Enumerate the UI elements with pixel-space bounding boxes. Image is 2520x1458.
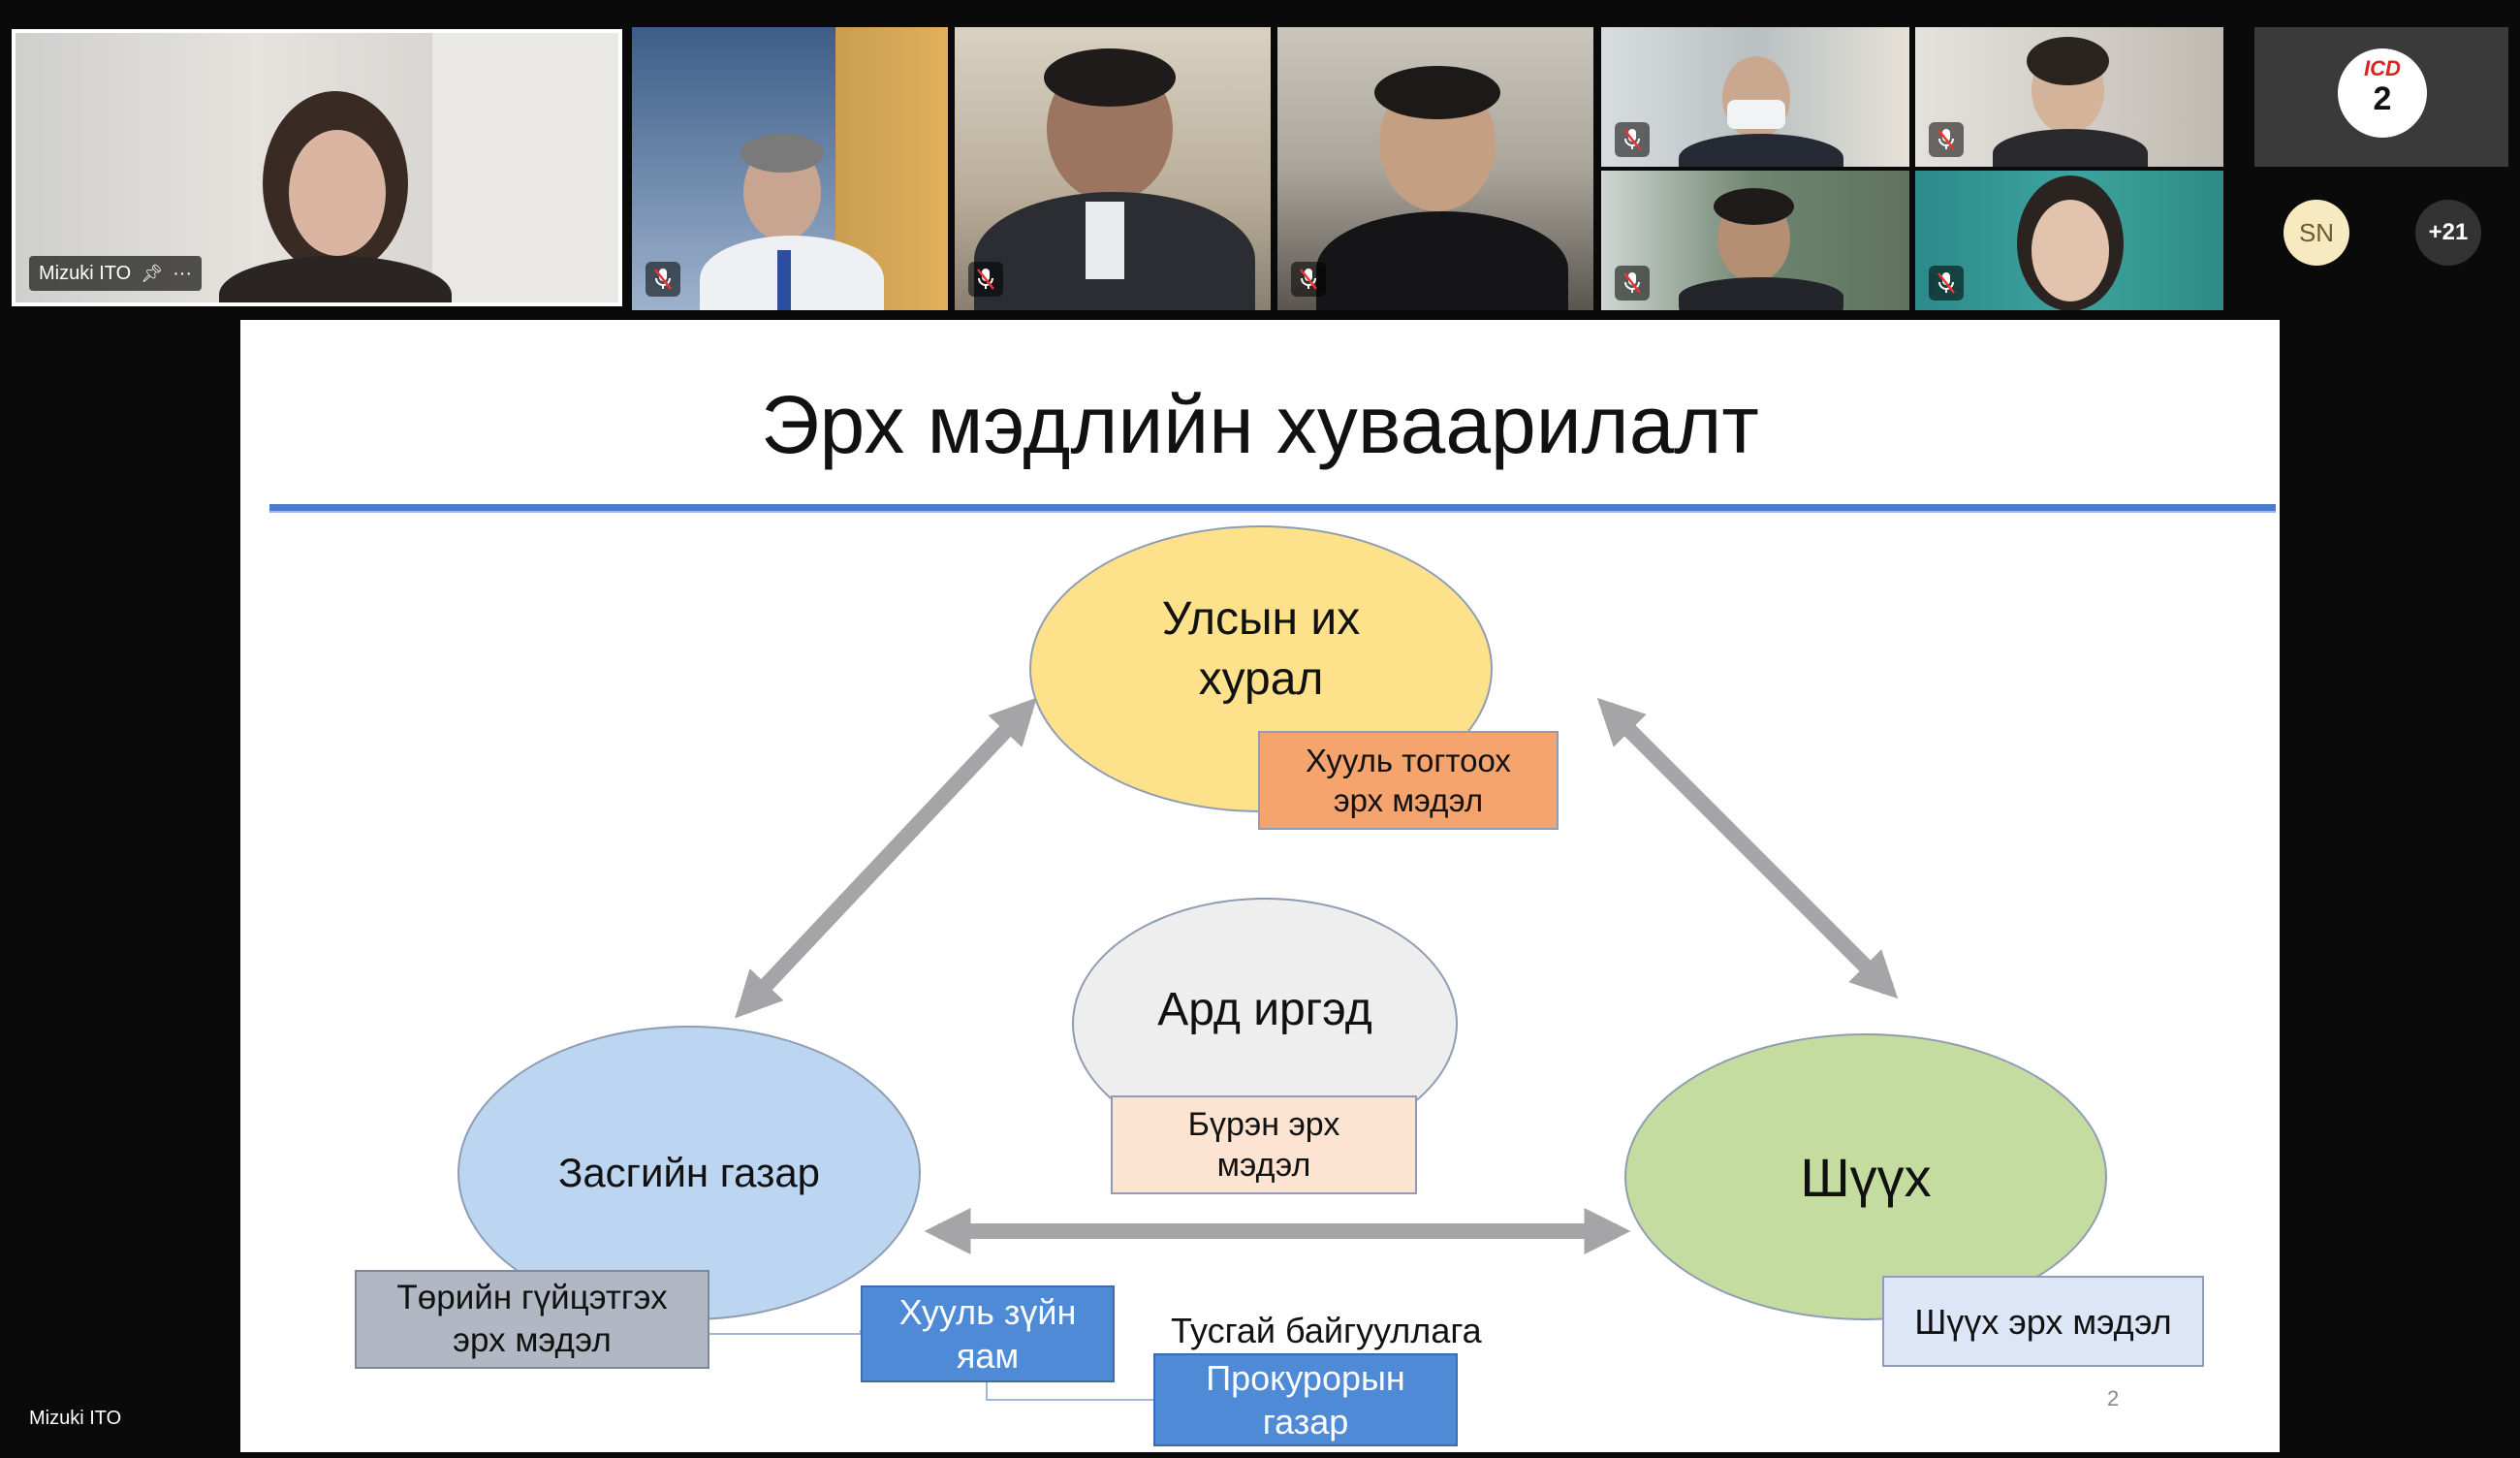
legislative-line2: эрх мэдэл (1333, 782, 1484, 818)
citizens-label: Ард иргэд (1157, 983, 1372, 1035)
ministry-line1: Хууль зүйн (898, 1292, 1077, 1332)
parliament-line2: хурал (1198, 653, 1324, 705)
arrow-parliament-court (1596, 697, 1899, 999)
ministry-line2: яам (956, 1336, 1020, 1376)
executive-line2: эрх мэдэл (453, 1321, 612, 1359)
muted-mic-icon (646, 262, 680, 297)
muted-mic-icon (1615, 266, 1650, 301)
video-tile-participant-4[interactable] (1277, 27, 1593, 310)
muted-mic-icon (1615, 122, 1650, 157)
more-participants-button[interactable]: +21 (2415, 200, 2481, 266)
full-power-line2: мэдэл (1216, 1147, 1311, 1184)
executive-power-box: Төрийн гүйцэтгэх эрх мэдэл (355, 1270, 709, 1369)
prosecutor-line1: Прокурорын (1206, 1358, 1405, 1398)
prosecutor-office-box: Прокурорын газар (1153, 1353, 1458, 1446)
government-label: Засгийн газар (557, 1150, 821, 1195)
video-gallery: Mizuki ITO 📌︎ ··· (0, 0, 2520, 320)
connector-ministry-prosecutor (986, 1379, 1153, 1401)
video-tile-meeting-logo[interactable]: ICD 2 (2254, 27, 2508, 167)
muted-mic-icon (1291, 262, 1326, 297)
connector-arrows (705, 697, 1899, 1401)
full-power-box: Бүрэн эрх мэдэл (1111, 1095, 1417, 1194)
video-tile-participant-5[interactable] (1601, 27, 1909, 167)
video-tile-participant-6[interactable] (1915, 27, 2223, 167)
pin-icon[interactable]: 📌︎ (141, 263, 164, 283)
full-power-line1: Бүрэн эрх (1187, 1105, 1340, 1143)
slide-title: Эрх мэдлийн хуваарилалт (761, 379, 1759, 470)
muted-mic-icon (1929, 266, 1964, 301)
prosecutor-line2: газар (1262, 1402, 1349, 1442)
title-rule (269, 504, 2276, 511)
judicial-power-box: Шүүх эрх мэдэл (1882, 1276, 2204, 1367)
muted-mic-icon (1929, 122, 1964, 157)
shared-slide: Эрх мэдлийн хуваарилалт Улсын их хурал Х… (240, 320, 2280, 1452)
screen-share-name-label: Mizuki ITO (29, 1408, 122, 1429)
more-options-button[interactable]: ··· (173, 262, 193, 284)
avatar[interactable]: SN (2284, 200, 2349, 266)
ministry-of-justice-box: Хууль зүйн яам (861, 1285, 1115, 1382)
video-tile-participant-3[interactable] (955, 27, 1271, 310)
legislative-power-box: Хууль тогтоох эрх мэдэл (1258, 731, 1559, 830)
video-tile-participant-7[interactable] (1601, 171, 1909, 310)
slide-page-number: 2 (2107, 1386, 2120, 1410)
court-ellipse: Шүүх (1624, 1033, 2107, 1320)
arrow-parliament-government (735, 697, 1037, 1019)
logo-text: ICD (2364, 56, 2401, 80)
judicial-label: Шүүх эрх мэдэл (1914, 1301, 2172, 1342)
video-tile-participant-2[interactable] (632, 27, 948, 310)
name-tag: Mizuki ITO 📌︎ ··· (29, 256, 203, 291)
meeting-logo: ICD 2 (2338, 48, 2427, 138)
special-organization-label: Тусгай байгууллага (1171, 1311, 1482, 1350)
legislative-line1: Хууль тогтоох (1306, 742, 1511, 778)
court-label: Шүүх (1800, 1146, 1932, 1208)
participant-name: Mizuki ITO (39, 262, 132, 284)
parliament-line1: Улсын их (1161, 592, 1361, 645)
muted-mic-icon (968, 262, 1003, 297)
video-tile-participant-8[interactable] (1915, 171, 2223, 310)
video-tile-mizuki-ito[interactable]: Mizuki ITO 📌︎ ··· (12, 29, 622, 306)
logo-number: 2 (2373, 80, 2392, 117)
executive-line1: Төрийн гүйцэтгэх (396, 1279, 668, 1317)
